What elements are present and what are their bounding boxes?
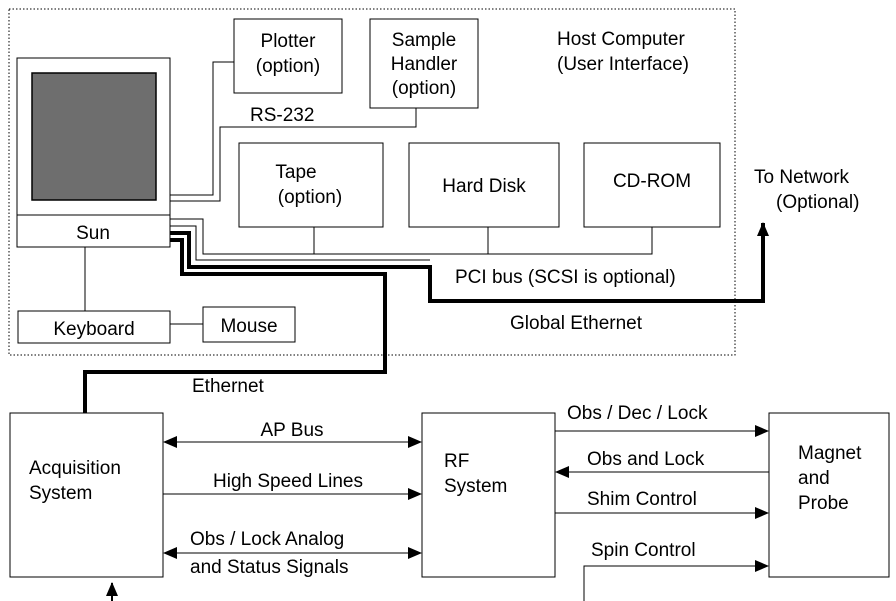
tape-box (238, 142, 384, 228)
cdrom-label: CD-ROM (613, 171, 691, 192)
to-network-label: To Network (754, 167, 850, 188)
pci-bus-line-2 (170, 225, 430, 261)
sun-screen (31, 72, 157, 201)
mouse-label: Mouse (220, 316, 277, 337)
acquisition-label-1: Acquisition (29, 458, 121, 479)
plotter-cable (170, 61, 234, 196)
obs-lock-analog-label-2: and Status Signals (190, 557, 348, 578)
sample-handler-label-2: Handler (391, 54, 458, 75)
rf-label-2: System (444, 476, 507, 497)
sun-base (16, 214, 171, 248)
acquisition-label-2: System (29, 483, 92, 504)
sample-handler-box (369, 18, 479, 109)
tape-option: (option) (278, 187, 342, 208)
magnet-label-2: and (798, 468, 830, 489)
sample-handler-label-1: Sample (392, 30, 456, 51)
rs232-label: RS-232 (250, 105, 314, 126)
shim-control-label: Shim Control (587, 489, 697, 510)
spin-control-arrow (583, 560, 769, 601)
plotter-box (233, 18, 343, 94)
rf-system-box (421, 412, 556, 578)
obs-dec-lock-label: Obs / Dec / Lock (567, 403, 708, 424)
cdrom-box (583, 142, 721, 228)
global-ethernet-label: Global Ethernet (510, 313, 643, 334)
sun-label: Sun (76, 223, 110, 244)
sample-handler-cable (170, 108, 417, 202)
plotter-label: Plotter (261, 31, 317, 52)
tape-label: Tape (275, 162, 316, 183)
ethernet-label: Ethernet (192, 376, 265, 397)
acquisition-system-box (9, 412, 164, 578)
mouse-box (202, 306, 296, 343)
plotter-option: (option) (256, 56, 320, 77)
pci-bus-line (170, 218, 653, 255)
spin-control-label: Spin Control (591, 540, 696, 561)
rf-label-1: RF (444, 451, 469, 472)
obs-and-lock-label: Obs and Lock (587, 449, 705, 470)
sample-handler-option: (option) (392, 78, 456, 99)
hard-disk-box (408, 142, 560, 228)
obs-lock-analog-label-1: Obs / Lock Analog (190, 529, 344, 550)
host-computer-boundary (8, 8, 736, 356)
magnet-label-1: Magnet (798, 443, 862, 464)
global-ethernet-line (170, 222, 769, 303)
keyboard-box (17, 310, 171, 344)
pci-bus-label: PCI bus (SCSI is optional) (455, 267, 676, 288)
magnet-probe-box (768, 412, 890, 578)
hard-disk-label: Hard Disk (442, 176, 526, 197)
magnet-label-3: Probe (798, 493, 849, 514)
high-speed-lines-label: High Speed Lines (213, 471, 363, 492)
ap-bus-label: AP Bus (260, 420, 323, 441)
ethernet-line (83, 238, 387, 413)
to-network-option: (Optional) (776, 192, 859, 213)
keyboard-label: Keyboard (53, 319, 134, 340)
host-computer-sublabel: (User Interface) (557, 54, 689, 75)
host-computer-label: Host Computer (557, 29, 685, 50)
